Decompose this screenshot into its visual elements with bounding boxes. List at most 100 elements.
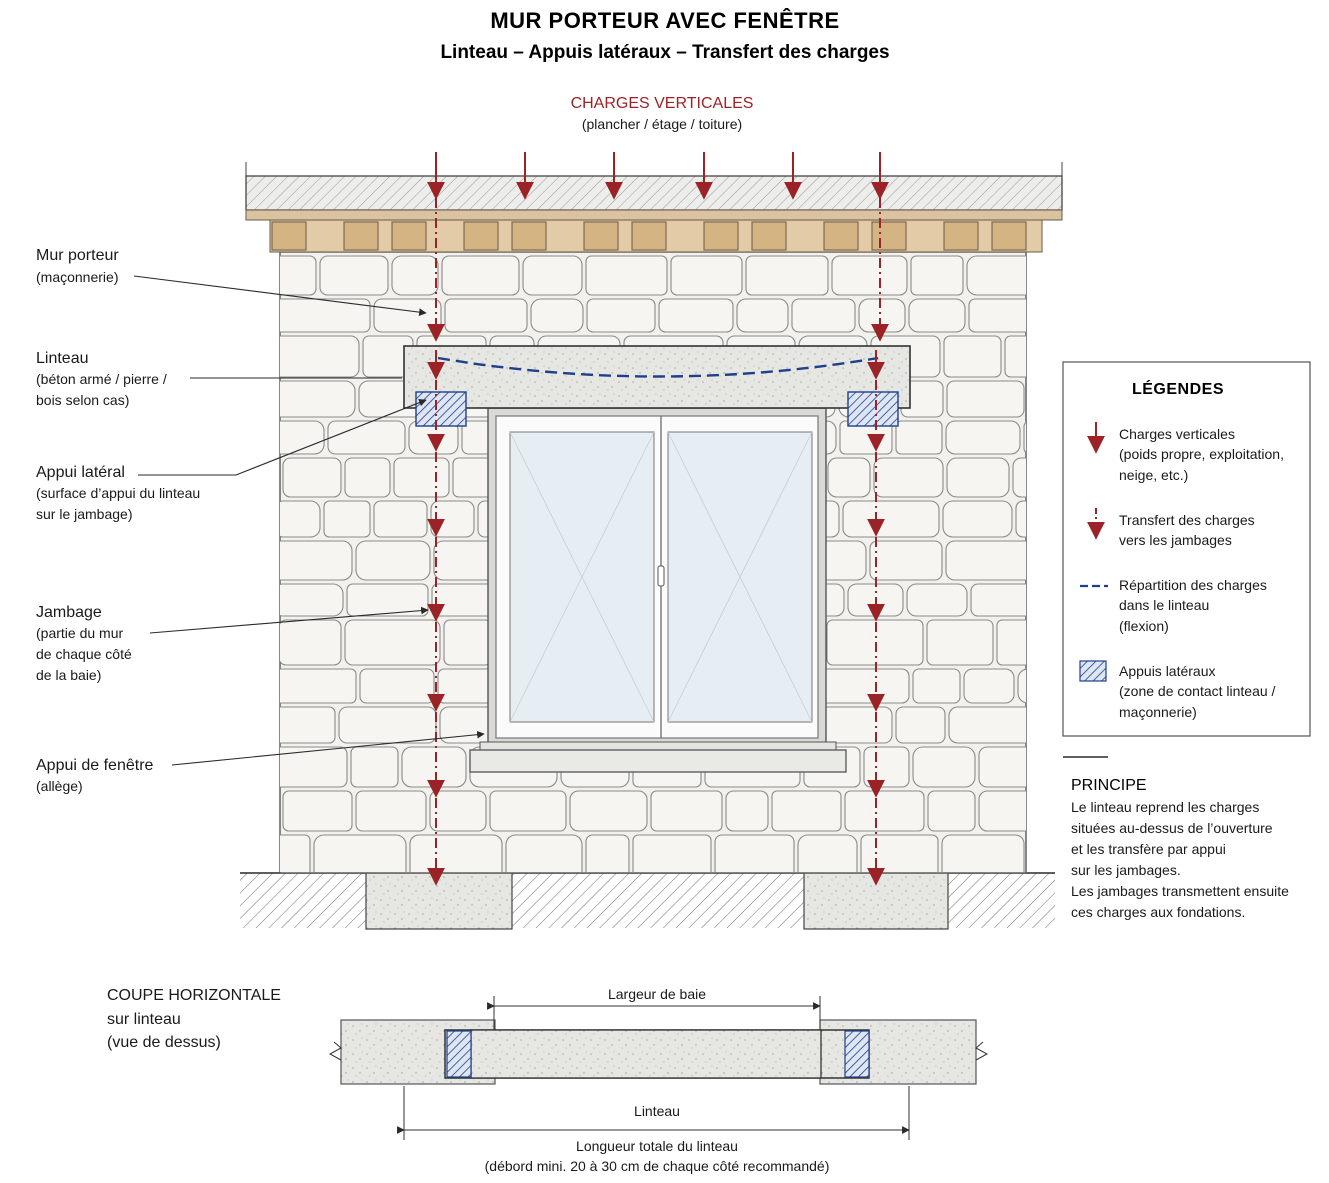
- stone: [319, 255, 389, 296]
- stone: [658, 298, 734, 333]
- stone: [346, 583, 429, 617]
- joist: [703, 221, 739, 251]
- stone: [569, 790, 648, 832]
- stone: [873, 457, 944, 498]
- stone: [280, 619, 342, 666]
- stone: [1004, 335, 1026, 378]
- stone: [858, 298, 906, 333]
- stone: [948, 706, 1026, 744]
- stone: [906, 583, 968, 617]
- svg-text:de la baie): de la baie): [36, 667, 101, 683]
- stone: [736, 298, 789, 333]
- window-handle-icon: [657, 565, 665, 587]
- stone: [443, 619, 492, 666]
- stone: [1023, 421, 1026, 454]
- stone: [632, 834, 712, 872]
- stone: [505, 834, 583, 872]
- joist: [271, 221, 307, 251]
- svg-text:(maçonnerie): (maçonnerie): [36, 269, 118, 285]
- stone: [280, 335, 360, 378]
- stone: [818, 668, 910, 704]
- svg-text:(poids propre, exploitation,: (poids propre, exploitation,: [1119, 446, 1284, 462]
- stone: [1015, 500, 1026, 538]
- svg-text:Transfert des charges: Transfert des charges: [1119, 512, 1255, 528]
- stone: [1017, 668, 1026, 704]
- joist: [631, 221, 667, 251]
- stone: [338, 706, 437, 744]
- stone: [282, 457, 342, 498]
- top-loads-label: CHARGES VERTICALES: [571, 95, 754, 112]
- stone: [831, 255, 908, 296]
- dim-lintel-label: Linteau: [634, 1103, 680, 1119]
- stone: [844, 790, 925, 832]
- floor-slab: [245, 162, 1063, 253]
- svg-text:sur le jambage): sur le jambage): [36, 506, 133, 522]
- joist: [871, 221, 907, 251]
- stone: [359, 668, 435, 704]
- stone: [1012, 457, 1026, 498]
- dim-note-label: (débord mini. 20 à 30 cm de chaque côté …: [485, 1158, 830, 1174]
- svg-text:sur les jambages.: sur les jambages.: [1071, 862, 1181, 878]
- stone: [586, 298, 656, 333]
- stone: [585, 834, 630, 872]
- svg-text:(béton armé / pierre /: (béton armé / pierre /: [36, 371, 167, 387]
- stone: [842, 500, 940, 538]
- stone: [816, 706, 893, 744]
- stone: [282, 790, 353, 832]
- stone: [942, 500, 1013, 538]
- stone: [966, 255, 1026, 296]
- stone: [941, 834, 1025, 872]
- load-distribution-curve: [437, 356, 879, 378]
- svg-text:bois selon cas): bois selon cas): [36, 392, 129, 408]
- callout-appui-lateral: Appui latéral (surface d’appui du lintea…: [36, 398, 427, 522]
- svg-text:Répartition des charges: Répartition des charges: [1119, 577, 1267, 593]
- svg-text:Mur porteur: Mur porteur: [36, 247, 119, 264]
- stone: [280, 706, 336, 744]
- svg-text:(vue de dessus): (vue de dessus): [107, 1034, 221, 1051]
- svg-text:COUPE HORIZONTALE: COUPE HORIZONTALE: [107, 987, 281, 1004]
- stone: [430, 500, 475, 538]
- stone: [895, 420, 943, 455]
- lintel: [403, 345, 911, 427]
- stone: [996, 619, 1026, 666]
- stone: [910, 255, 964, 296]
- callout-jambage: Jambage (partie du mur de chaque côté de…: [36, 604, 429, 683]
- svg-text:et les transfère par appui: et les transfère par appui: [1071, 841, 1226, 857]
- stone: [280, 255, 317, 296]
- window: [487, 407, 827, 745]
- svg-text:maçonnerie): maçonnerie): [1119, 704, 1197, 720]
- stone: [978, 790, 1026, 832]
- horizontal-section: COUPE HORIZONTALE sur linteau (vue de de…: [107, 986, 989, 1174]
- stone: [280, 298, 371, 333]
- svg-text:Appui de fenêtre: Appui de fenêtre: [36, 757, 154, 774]
- svg-text:situées au-dessus de l’ouvertu: situées au-dessus de l’ouverture: [1071, 820, 1273, 836]
- page-subtitle: Linteau – Appuis latéraux – Transfert de…: [440, 42, 889, 63]
- svg-text:(surface d’appui du linteau: (surface d’appui du linteau: [36, 485, 200, 501]
- callout-mur-porteur: Mur porteur (maçonnerie): [36, 247, 427, 316]
- stone: [869, 540, 943, 581]
- principle-text: PRINCIPE Le linteau reprend les charges …: [1063, 756, 1289, 920]
- joist: [991, 221, 1027, 251]
- stone: [429, 790, 487, 832]
- svg-text:ces charges aux fondations.: ces charges aux fondations.: [1071, 904, 1245, 920]
- stone: [280, 834, 311, 872]
- stone: [409, 834, 503, 872]
- stone: [968, 298, 1026, 333]
- svg-text:Appui latéral: Appui latéral: [36, 464, 125, 481]
- foundation-left: [365, 872, 513, 930]
- stone: [393, 457, 450, 498]
- page-title: MUR PORTEUR AVEC FENÊTRE: [490, 8, 839, 33]
- hatch-box-icon: [1079, 660, 1107, 682]
- stone: [970, 583, 1026, 617]
- stone: [946, 380, 1025, 418]
- stone: [946, 457, 1010, 498]
- svg-text:vers les jambages: vers les jambages: [1119, 532, 1232, 548]
- stone: [373, 500, 428, 538]
- svg-text:dans le linteau: dans le linteau: [1119, 597, 1209, 613]
- stone: [489, 790, 567, 832]
- stone: [771, 790, 842, 832]
- joist: [343, 221, 379, 251]
- ground: [240, 872, 1055, 930]
- joist: [943, 221, 979, 251]
